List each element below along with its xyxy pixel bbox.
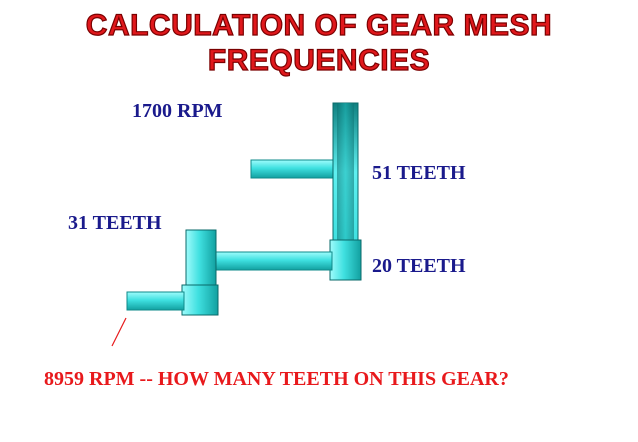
gear-31-teeth <box>185 229 217 287</box>
output-shaft <box>126 291 185 311</box>
question-text: 8959 RPM -- HOW MANY TEETH ON THIS GEAR? <box>44 368 509 390</box>
gear-31-teeth-label: 31 TEETH <box>68 212 162 234</box>
unknown-gear <box>181 284 219 316</box>
gear-51-teeth-label: 51 TEETH <box>372 162 466 184</box>
slide-title-line-2: FREQUENCIES <box>207 43 431 77</box>
intermediate-shaft <box>213 251 333 271</box>
gear-20-teeth <box>329 239 362 281</box>
question-pointer-line <box>111 317 127 347</box>
gear-20-teeth-label: 20 TEETH <box>372 255 466 277</box>
input-speed-label: 1700 RPM <box>132 100 223 122</box>
slide-title-line-1: CALCULATION OF GEAR MESH <box>85 8 553 42</box>
input-shaft <box>250 159 336 179</box>
